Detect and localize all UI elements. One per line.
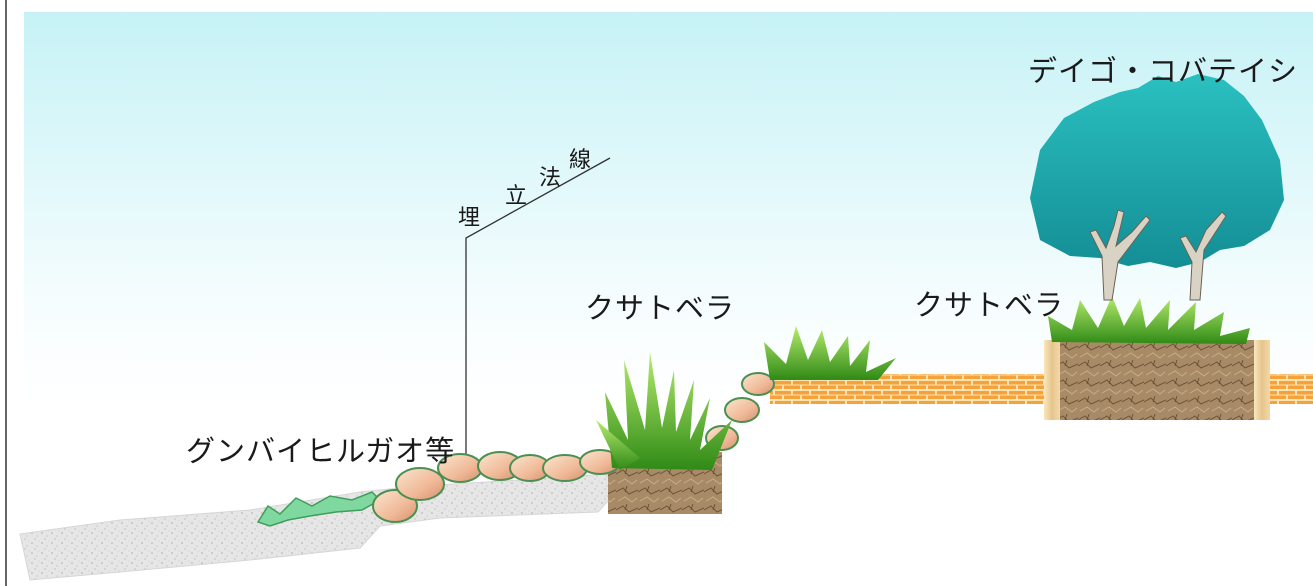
tree-trunk-left bbox=[1089, 209, 1151, 301]
grass-clump-planter bbox=[1048, 296, 1250, 344]
reclamation-char-1: 埋 bbox=[458, 206, 481, 231]
label-tree: デイゴ・コバテイシ bbox=[1028, 54, 1299, 88]
label-grass-right: クサトベラ bbox=[914, 288, 1065, 322]
label-grass-middle: クサトベラ bbox=[585, 291, 736, 325]
label-groundcover: グンバイヒルガオ等 bbox=[186, 434, 456, 468]
armor-stones bbox=[372, 372, 775, 523]
planter-post-left bbox=[1044, 340, 1060, 420]
gravel-slope bbox=[19, 473, 619, 581]
grass-clump-middle bbox=[596, 352, 732, 470]
reclamation-char-4: 線 bbox=[569, 148, 592, 173]
grass-clump-upper bbox=[764, 326, 896, 380]
ground-cover-plant bbox=[256, 491, 382, 527]
planter-soil bbox=[1060, 340, 1254, 420]
reclamation-char-3: 法 bbox=[539, 166, 562, 191]
tree-trunk-right bbox=[1179, 211, 1227, 301]
reclamation-char-2: 立 bbox=[505, 184, 528, 209]
planter-post-right bbox=[1254, 340, 1270, 420]
reclamation-line bbox=[465, 157, 611, 468]
tree-group bbox=[1030, 74, 1284, 301]
